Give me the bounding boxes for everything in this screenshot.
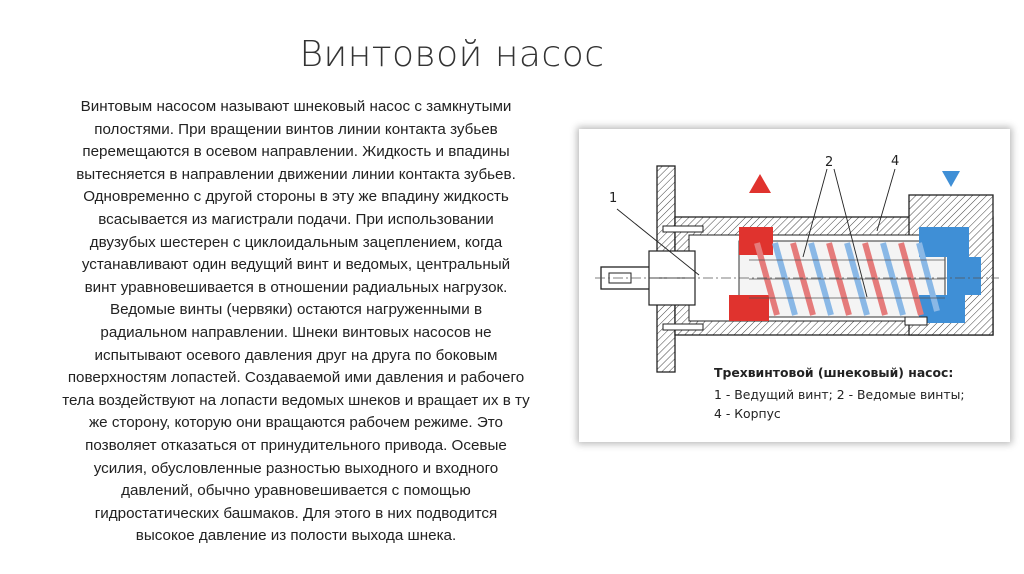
blue-chamber-top xyxy=(919,227,969,257)
body-line: испытывают осевого давления друг на друг… xyxy=(94,346,498,364)
bolts xyxy=(662,225,928,331)
figure-caption: Трехвинтовой (шнековый) насос: 1 - Ведущ… xyxy=(714,365,1004,423)
body-line: Винтовым насосом называют шнековый насос… xyxy=(80,98,512,115)
body-line: радиальном направлении. Шнеки винтовых н… xyxy=(100,323,492,341)
body-line: усилия, обусловленные разностью выходног… xyxy=(93,459,499,477)
body-line: вытесняется в направлении движении линии… xyxy=(76,165,516,183)
caption-line: 4 - Корпус xyxy=(714,406,781,421)
body-line: двузубых шестерен с циклоидальным зацепл… xyxy=(89,233,503,251)
slide-title: Винтовой насос xyxy=(299,34,605,75)
label-2: 2 xyxy=(825,155,834,170)
body-line: устанавливают один ведущий винт и ведомы… xyxy=(81,256,511,274)
red-chamber-bottom xyxy=(729,295,769,321)
outlet-arrow xyxy=(749,174,771,193)
screw-threads-cross xyxy=(749,259,945,299)
body-line: позволяет отказаться от принудительного … xyxy=(85,436,507,454)
leader-lines xyxy=(616,168,896,298)
pump-diagram xyxy=(595,165,999,373)
caption-line: 1 - Ведущий винт; 2 - Ведомые винты; xyxy=(714,387,965,402)
body-line: давлений, обычно уравновешивается с помо… xyxy=(121,482,471,500)
body-line: полостями. При вращении винтов линии кон… xyxy=(94,120,498,138)
label-4: 4 xyxy=(891,154,900,169)
pump-figure: 1 2 4 Трехвинтовой (шнековый) насос: 1 -… xyxy=(579,129,1010,442)
body-line: перемещаются в осевом направлении. Жидко… xyxy=(82,143,510,161)
body-line: гидростатических башмаков. Для этого в н… xyxy=(94,504,498,522)
red-chamber-top xyxy=(739,227,773,255)
body-line: всасывается из магистрали подачи. При ис… xyxy=(98,210,494,228)
body-line: высокое давление из полости выхода шнека… xyxy=(135,527,457,545)
body-line: Ведомые винты (червяки) остаются нагруже… xyxy=(109,301,483,319)
blue-chamber-mid xyxy=(947,257,981,295)
body-line: тела воздействуют на лопасти ведомых шне… xyxy=(62,391,530,409)
body-line: Одновременно с другой стороны в эту же в… xyxy=(83,188,509,206)
label-1: 1 xyxy=(609,191,618,206)
body-line: же сторону, которую они вращаются рабоче… xyxy=(89,414,503,432)
body-line: поверхностям лопастей. Создаваемой ими д… xyxy=(67,369,525,387)
caption-title: Трехвинтовой (шнековый) насос: xyxy=(714,365,954,380)
body-paragraph: Винтовым насосом называют шнековый насос… xyxy=(20,96,572,548)
body-line: винт уравновешивается в отношении радиал… xyxy=(84,278,508,296)
inlet-arrow xyxy=(942,171,960,187)
